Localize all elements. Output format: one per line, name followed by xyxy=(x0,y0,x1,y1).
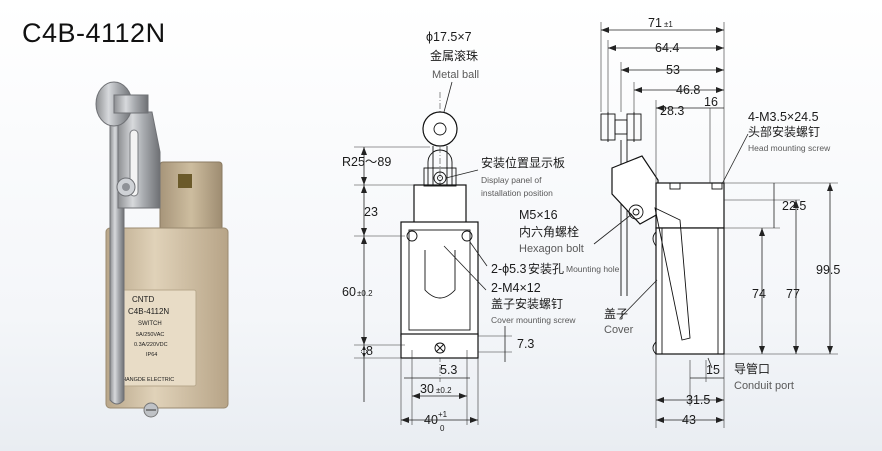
switch-photo: CNTD C4B-4112N SWITCH 5A/250VAC 0.3A/220… xyxy=(95,81,229,418)
front-dim-5-3: 5.3 xyxy=(440,363,457,377)
front-dim-60-tol: ±0.2 xyxy=(357,289,373,298)
side-dim-74: 74 xyxy=(752,287,766,301)
photo-rating1: 5A/250VAC xyxy=(136,332,164,338)
side-dim-71: 71 xyxy=(648,16,662,30)
front-dim-23: 23 xyxy=(364,205,378,219)
side-dim-28-3: 28.3 xyxy=(660,104,684,118)
head-en: Head mounting screw xyxy=(748,143,831,153)
display-en1: Display panel of xyxy=(481,175,542,185)
front-dim-30: 30 xyxy=(420,382,434,396)
hole-dim: 2-ϕ5.3 xyxy=(491,262,527,276)
hex-zh: 内六角螺栓 xyxy=(519,224,579,239)
front-view: R25～89 23 60 ±0.2 8 ϕ17.5×7 金属滚珠 Metal b… xyxy=(342,30,620,433)
photo-ip: IP64 xyxy=(146,352,157,358)
ball-zh: 金属滚珠 xyxy=(430,48,478,63)
photo-switch: SWITCH xyxy=(138,321,162,327)
front-dim-8: 8 xyxy=(366,344,373,358)
side-view: 71 ±1 64.4 53 46.8 28.3 16 4-M3.5×24.5 头… xyxy=(519,16,840,428)
front-dim-40-tol-up: +1 xyxy=(438,410,448,419)
front-radius: R25～89 xyxy=(342,155,391,169)
side-dim-53: 53 xyxy=(666,63,680,77)
front-dim-40: 40 xyxy=(424,413,438,427)
cover-zh: 盖子 xyxy=(604,307,628,321)
hole-zh: 安装孔 xyxy=(528,261,564,276)
photo-model: C4B-4112N xyxy=(128,307,169,316)
front-dim-40-tol-down: 0 xyxy=(440,424,445,433)
photo-rating2: 0.3A/220VDC xyxy=(134,342,168,348)
front-dim-7-3: 7.3 xyxy=(517,337,534,351)
side-dim-77: 77 xyxy=(786,287,800,301)
photo-maker: CHANGDE ELECTRIC xyxy=(118,377,174,383)
display-zh: 安装位置显示板 xyxy=(481,155,565,170)
conduit-en: Conduit port xyxy=(734,380,794,392)
screw-zh: 盖子安装螺钉 xyxy=(491,296,563,311)
side-dim-15: 15 xyxy=(706,363,720,377)
ball-en: Metal ball xyxy=(432,69,479,81)
hex-en: Hexagon bolt xyxy=(519,243,584,255)
side-dim-31-5: 31.5 xyxy=(686,393,710,407)
photo-brand: CNTD xyxy=(132,295,154,304)
cover-en: Cover xyxy=(604,324,634,336)
hole-en: Mounting hole xyxy=(566,264,620,274)
front-dim-60: 60 xyxy=(342,285,356,299)
side-dim-43: 43 xyxy=(682,413,696,427)
side-dim-46-8: 46.8 xyxy=(676,83,700,97)
side-dim-64-4: 64.4 xyxy=(655,41,679,55)
side-dim-16: 16 xyxy=(704,95,718,109)
side-dim-99-5: 99.5 xyxy=(816,263,840,277)
hex-dim: M5×16 xyxy=(519,208,558,222)
head-zh: 头部安装螺钉 xyxy=(748,124,820,139)
front-dim-30-tol: ±0.2 xyxy=(436,386,452,395)
model-title: C4B-4112N xyxy=(22,18,166,48)
side-dim-71-tol: ±1 xyxy=(664,20,673,29)
ball-dim: ϕ17.5×7 xyxy=(426,30,472,44)
display-en2: installation position xyxy=(481,188,553,198)
head-dim: 4-M3.5×24.5 xyxy=(748,110,819,124)
screw-dim: 2-M4×12 xyxy=(491,281,541,295)
conduit-zh: 导管口 xyxy=(734,361,770,376)
screw-en: Cover mounting screw xyxy=(491,315,576,325)
